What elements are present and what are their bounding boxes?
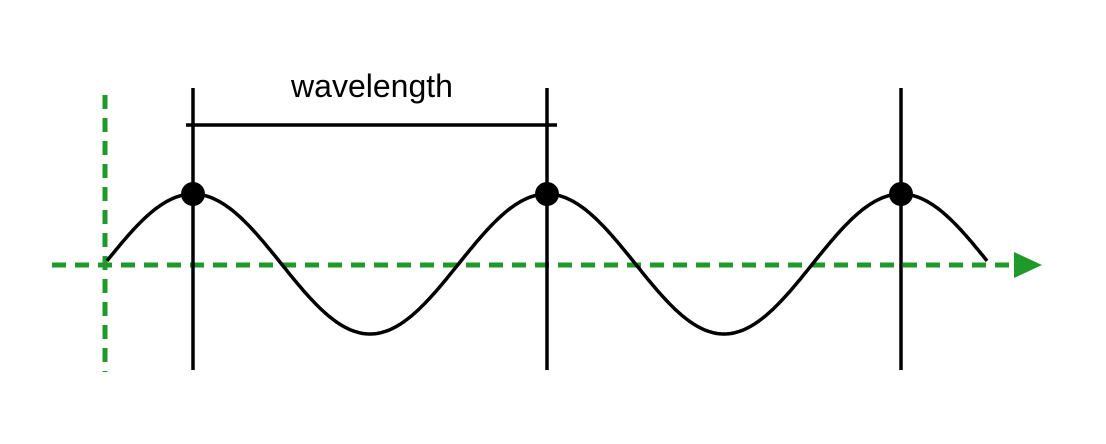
wavelength-label: wavelength bbox=[290, 68, 453, 104]
axis-arrow-head bbox=[1014, 252, 1042, 278]
peak-dot-1 bbox=[181, 182, 205, 206]
peak-dot-2 bbox=[535, 182, 559, 206]
peak-dot-3 bbox=[889, 182, 913, 206]
